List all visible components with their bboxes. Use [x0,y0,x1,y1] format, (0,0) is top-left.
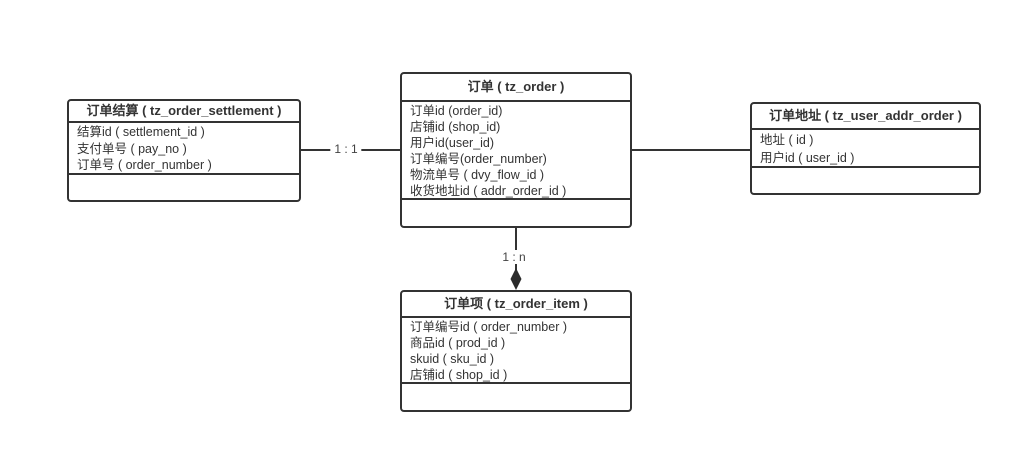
entity-field: 收货地址id ( addr_order_id ) [410,184,567,198]
entity-field: 订单号 ( order_number ) [77,158,212,173]
entity-field: 物流单号 ( dvy_flow_id ) [410,168,545,182]
entity-field: 商品id ( prod_id ) [410,336,506,350]
entity-order-settlement[interactable]: 订单结算 ( tz_order_settlement ) 结算id ( sett… [67,99,301,202]
entity-field: 用户id(user_id) [410,136,495,150]
entity-empty-section [752,168,979,193]
entity-field: 订单编号(order_number) [410,152,547,166]
entity-order[interactable]: 订单 ( tz_order ) 订单id (order_id) 店铺id (sh… [400,72,632,228]
entity-field-list: 订单编号id ( order_number ) 商品id ( prod_id )… [402,318,630,384]
relation-label-one-to-one: 1 : 1 [330,142,362,156]
entity-field-list: 结算id ( settlement_id ) 支付单号 ( pay_no ) 订… [69,123,299,175]
entity-field: 用户id ( user_id ) [760,151,855,165]
entity-field: 订单id (order_id) [410,104,503,118]
entity-title: 订单地址 ( tz_user_addr_order ) [752,104,979,130]
entity-empty-section [69,175,299,200]
entity-field: skuid ( sku_id ) [410,352,495,366]
entity-field: 结算id ( settlement_id ) [77,125,205,139]
entity-field: 订单编号id ( order_number ) [410,320,567,334]
entity-title: 订单 ( tz_order ) [402,74,630,102]
entity-empty-section [402,384,630,410]
entity-field: 店铺id ( shop_id ) [410,368,508,382]
entity-field: 支付单号 ( pay_no ) [77,141,187,156]
entity-empty-section [402,200,630,226]
entity-field-list: 订单id (order_id) 店铺id (shop_id) 用户id(user… [402,102,630,200]
entity-field: 店铺id (shop_id) [410,120,501,134]
entity-title: 订单项 ( tz_order_item ) [402,292,630,318]
entity-title: 订单结算 ( tz_order_settlement ) [69,101,299,123]
filled-diamond-arrowhead-icon [510,268,522,290]
entity-field: 地址 ( id ) [760,133,814,147]
entity-field-list: 地址 ( id ) 用户id ( user_id ) [752,130,979,168]
entity-order-item[interactable]: 订单项 ( tz_order_item ) 订单编号id ( order_num… [400,290,632,412]
entity-user-addr-order[interactable]: 订单地址 ( tz_user_addr_order ) 地址 ( id ) 用户… [750,102,981,195]
relation-label-one-to-n: 1 : n [498,250,530,264]
